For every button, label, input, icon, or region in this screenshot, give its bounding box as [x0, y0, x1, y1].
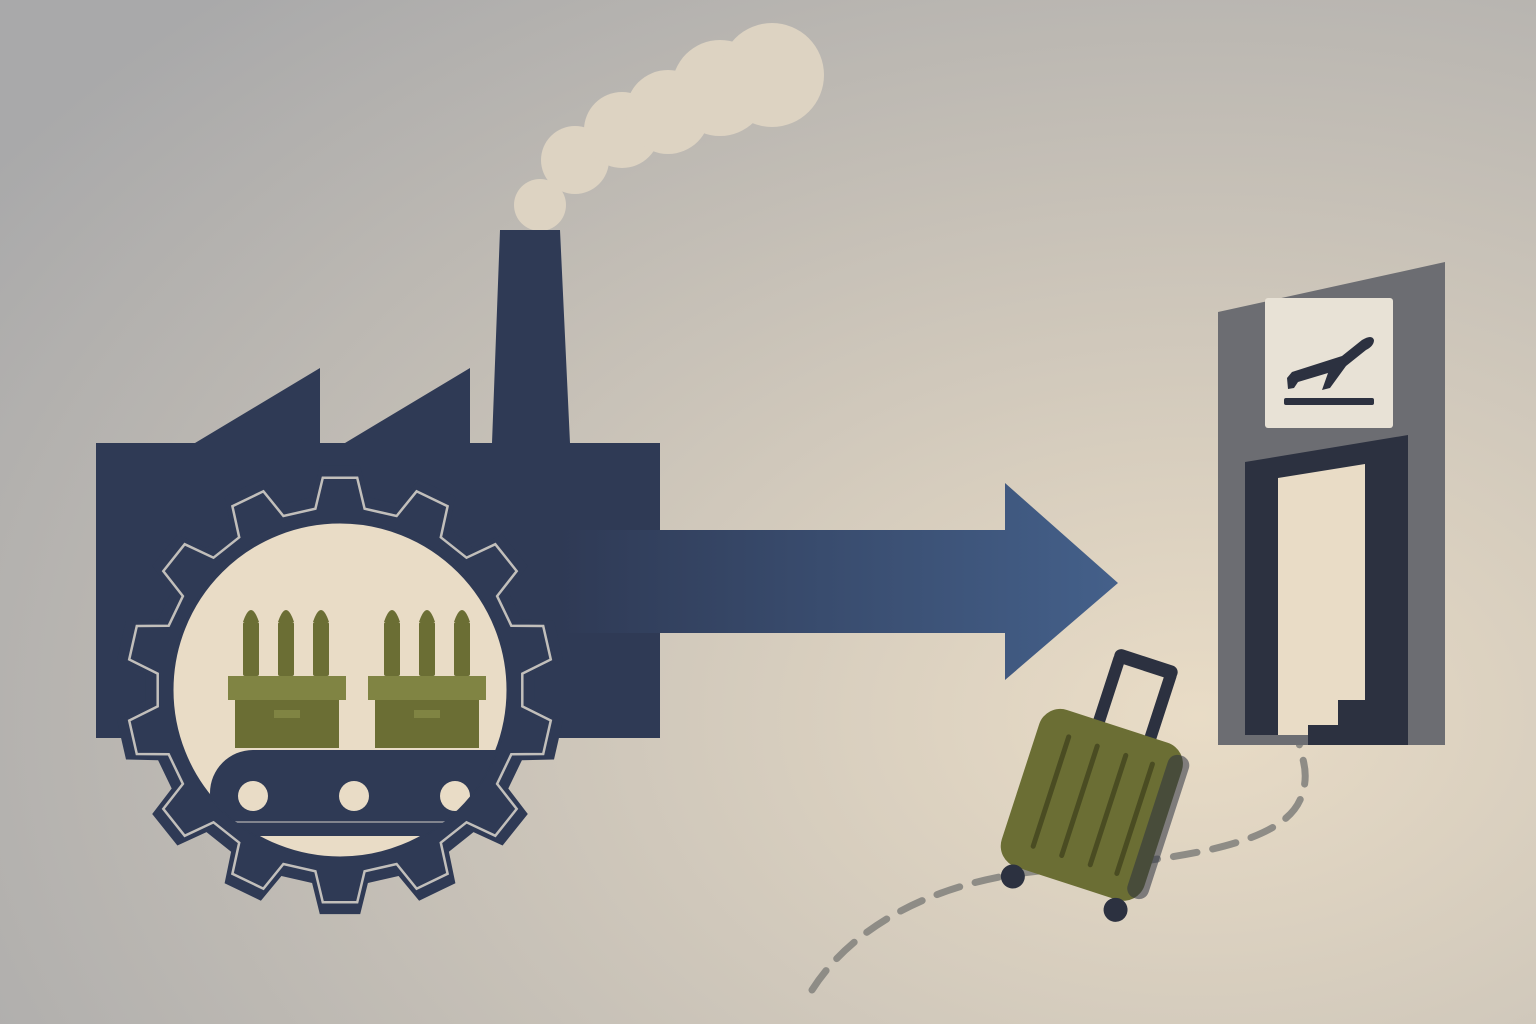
airplane-departure-icon — [1284, 337, 1374, 405]
rolling-suitcase-icon — [1000, 649, 1190, 922]
ammunition-crate-icon — [228, 610, 346, 748]
gear-interior — [172, 610, 508, 836]
direction-arrow-icon — [560, 483, 1118, 680]
smoke-icon — [514, 23, 824, 231]
departures-gate-icon — [1218, 262, 1445, 745]
ammunition-crate-icon — [368, 610, 486, 748]
